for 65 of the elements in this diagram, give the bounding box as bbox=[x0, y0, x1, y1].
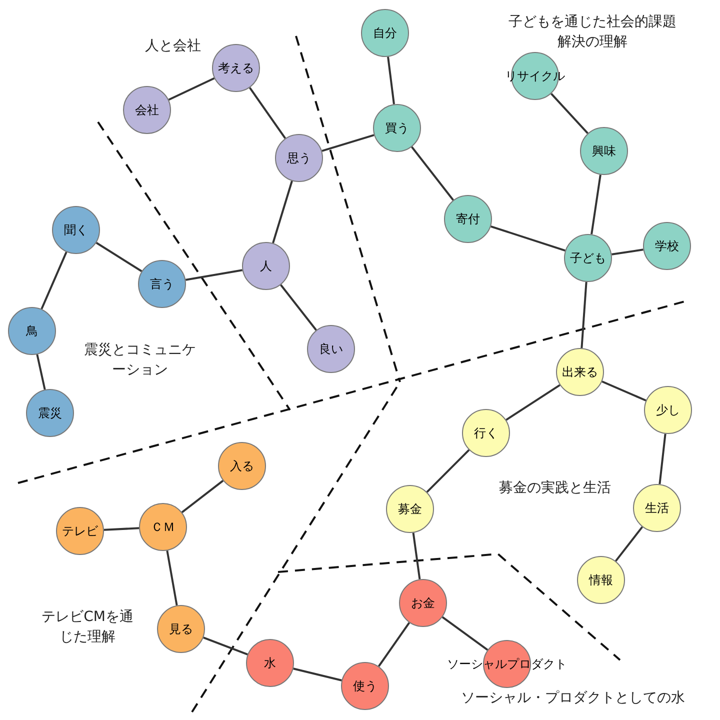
group-title: テレビCMを通じた理解 bbox=[40, 608, 134, 647]
connector-line bbox=[280, 284, 317, 331]
node-label: 考える bbox=[218, 62, 254, 74]
node-label: 見る bbox=[169, 623, 193, 635]
node-label: 思う bbox=[287, 152, 311, 164]
connector-line bbox=[580, 282, 588, 348]
node-label: リサイクル bbox=[505, 70, 565, 82]
connector-line bbox=[322, 134, 374, 152]
connector-line bbox=[104, 527, 140, 531]
node-label: 鳥 bbox=[26, 325, 38, 337]
connector-line bbox=[614, 526, 644, 562]
connector-line bbox=[612, 248, 644, 256]
connector-line bbox=[550, 92, 588, 134]
connector-line bbox=[506, 384, 560, 421]
node-label: 情報 bbox=[589, 574, 613, 586]
node-label: 寄付 bbox=[456, 213, 480, 225]
node-label: 震災 bbox=[38, 407, 62, 419]
node-label: 言う bbox=[150, 278, 174, 290]
node-label: お金 bbox=[411, 597, 435, 609]
node-label: 少し bbox=[656, 404, 680, 416]
connector-line bbox=[166, 550, 178, 606]
connector-line bbox=[168, 77, 215, 101]
node-label: 興味 bbox=[592, 145, 616, 157]
connector-line bbox=[40, 252, 68, 310]
node-label: 会社 bbox=[135, 104, 159, 116]
node-label: 良い bbox=[319, 343, 343, 355]
node-label: 使う bbox=[353, 680, 377, 692]
node-label: 生活 bbox=[645, 502, 669, 514]
group-title: 募金の実践と生活 bbox=[498, 479, 612, 498]
connector-line bbox=[181, 480, 224, 514]
connector-line bbox=[590, 174, 602, 234]
connector-line bbox=[293, 668, 342, 682]
group-title: 震災とコミュニケーション bbox=[83, 341, 197, 380]
node-label: 出来る bbox=[562, 366, 598, 378]
connector-line bbox=[272, 180, 293, 244]
connector-line bbox=[658, 434, 666, 484]
node-label: ＣＭ bbox=[151, 521, 175, 533]
connector-line bbox=[410, 146, 454, 201]
connector-line bbox=[378, 622, 410, 667]
group-title: ソーシャル・プロダクトとしての水 bbox=[460, 689, 686, 708]
node-label: 水 bbox=[264, 657, 276, 669]
connector-line bbox=[36, 354, 46, 390]
node-label: 行く bbox=[474, 427, 498, 439]
connector-line bbox=[185, 269, 243, 281]
node-label: 学校 bbox=[655, 240, 679, 252]
group-title: 子どもを通じた社会的課題解決の理解 bbox=[508, 13, 678, 52]
connector-line bbox=[602, 380, 646, 402]
node-label: ソーシャルプロダクト bbox=[447, 658, 567, 670]
node-label: 人 bbox=[260, 260, 272, 272]
node-label: 自分 bbox=[373, 27, 397, 39]
connector-line bbox=[96, 242, 142, 272]
connector-line bbox=[490, 225, 566, 252]
node-label: テレビ bbox=[62, 525, 98, 537]
connector-line bbox=[387, 56, 395, 104]
connector-line bbox=[412, 532, 421, 580]
connector-line bbox=[442, 616, 488, 651]
group-title: 人と会社 bbox=[144, 37, 202, 56]
connector-line bbox=[248, 87, 286, 139]
node-label: 買う bbox=[385, 122, 409, 134]
node-label: 募金 bbox=[398, 503, 422, 515]
node-label: 子ども bbox=[570, 252, 606, 264]
connector-line bbox=[426, 449, 470, 493]
connector-line bbox=[203, 636, 248, 656]
node-label: 入る bbox=[230, 460, 254, 472]
node-label: 聞く bbox=[64, 224, 88, 236]
